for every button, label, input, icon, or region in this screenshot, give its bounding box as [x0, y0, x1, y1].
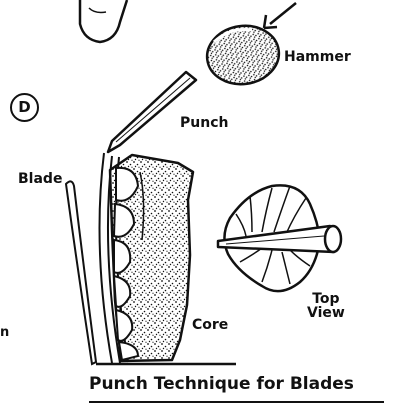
- panel-letter-badge: D: [10, 93, 39, 122]
- cut-off-label: n: [0, 326, 9, 339]
- top-view-label-line2: View: [307, 306, 345, 320]
- strike-arrow-icon: [264, 3, 296, 28]
- detached-blade: [66, 181, 96, 364]
- core: [100, 153, 194, 363]
- hand-fragment: [80, 0, 127, 42]
- core-top-view: [218, 185, 341, 291]
- blade-label: Blade: [18, 172, 62, 186]
- hammerstone: [203, 21, 282, 88]
- punch-tool: [108, 72, 196, 152]
- punch-label: Punch: [180, 116, 228, 130]
- hammer-label: Hammer: [284, 50, 351, 64]
- figure-caption: Punch Technique for Blades: [89, 376, 354, 393]
- top-view-label: Top View: [307, 292, 345, 320]
- caption-underline: [89, 401, 384, 403]
- core-label: Core: [192, 318, 228, 332]
- top-view-label-line1: Top: [307, 292, 345, 306]
